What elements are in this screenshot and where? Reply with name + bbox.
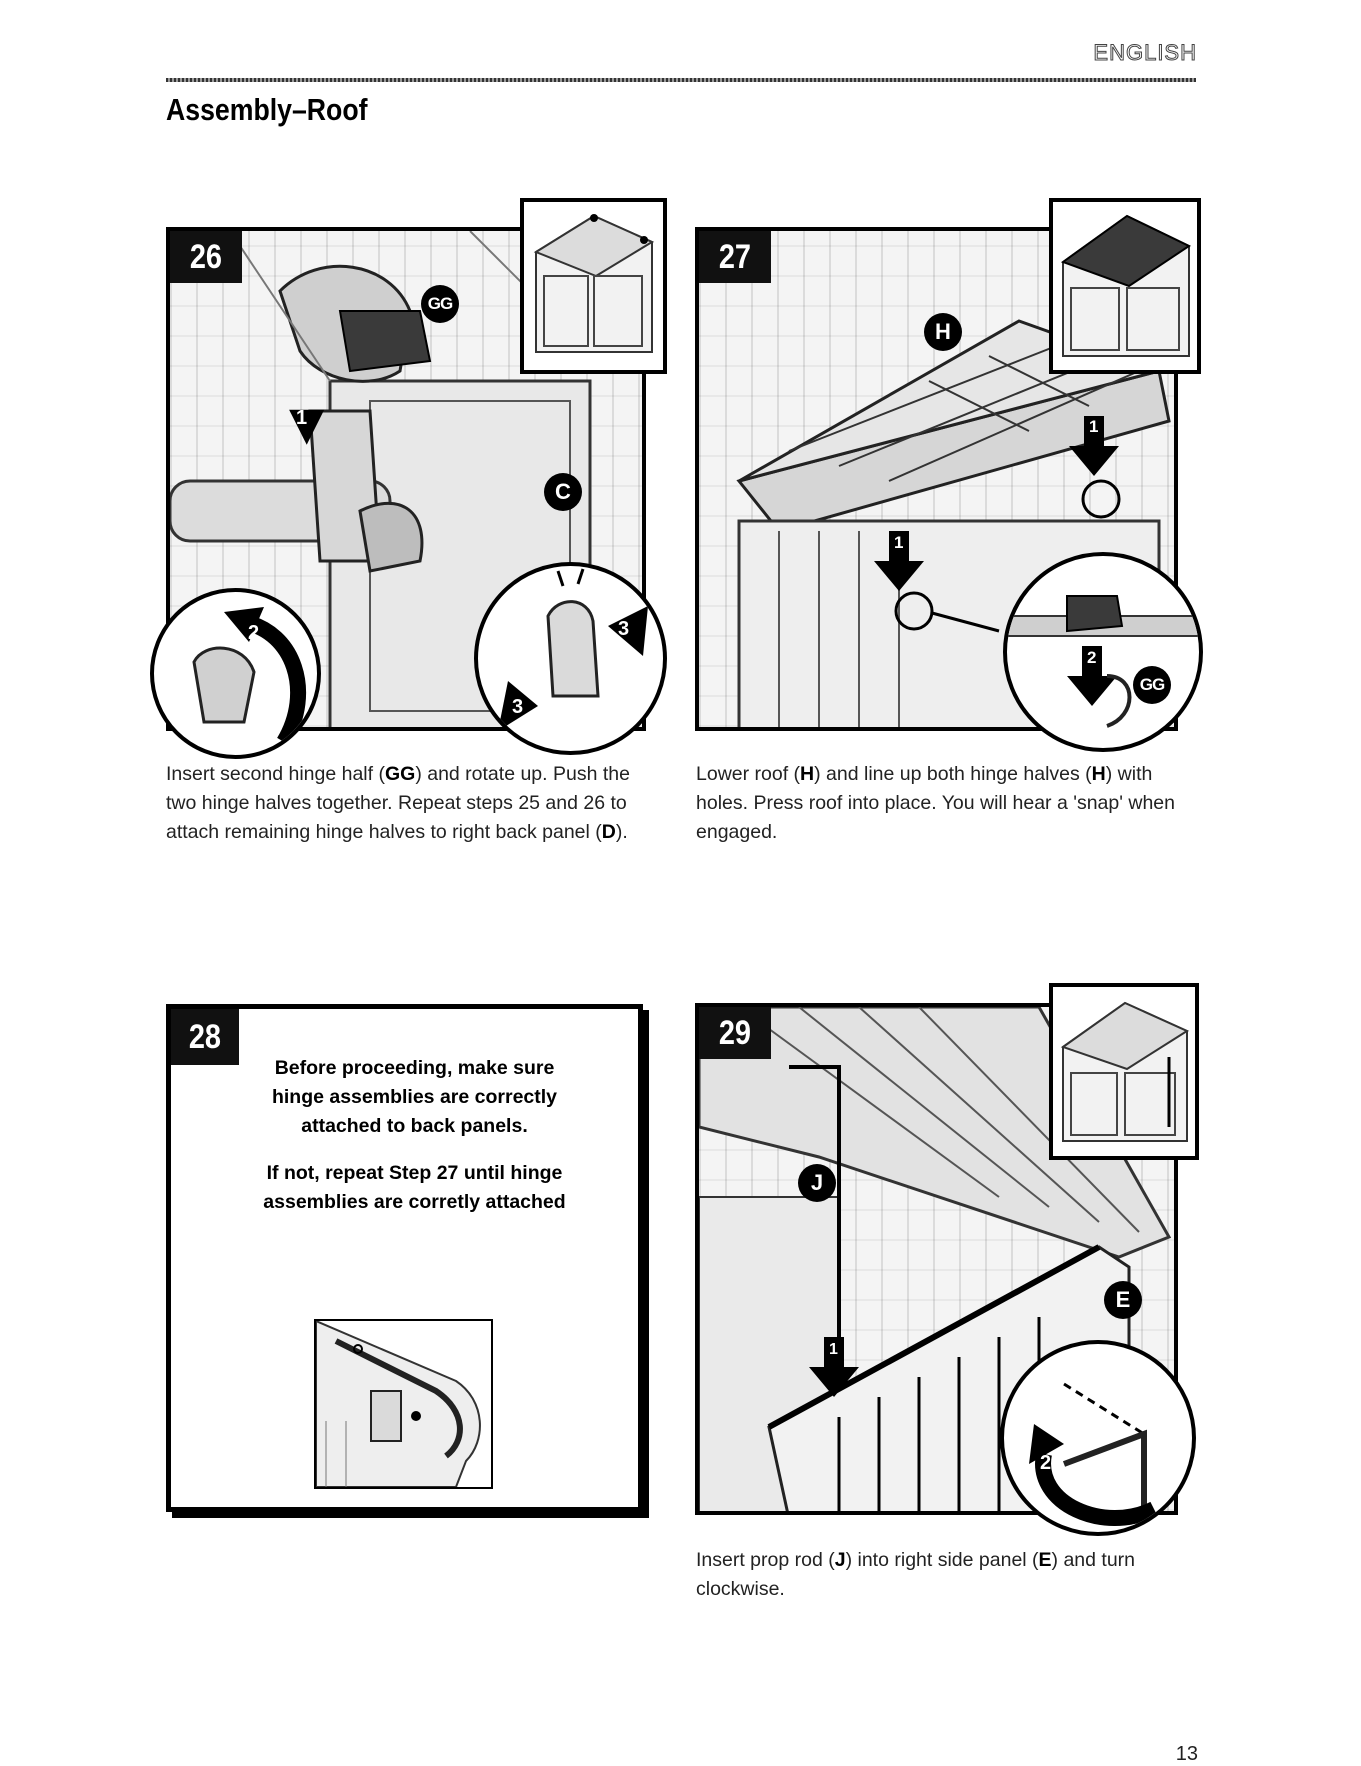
step-27-number: 27 [699,231,771,283]
step-26-number: 26 [170,231,242,283]
arrow-label-1b: 1 [1089,417,1099,436]
note-line-3: attached to back panels. [301,1115,528,1137]
hinge-detail-icon [316,1321,481,1487]
arrow-label-1-29: 1 [829,1341,838,1358]
shed-thumbnail-icon [1060,214,1192,357]
step-27-caption: Lower roof (H) and line up both hinge ha… [696,763,1175,843]
shed-thumbnail-icon [533,214,655,353]
arrow-label-2-29: 2 [1040,1452,1052,1474]
callout-h: H [924,313,962,351]
step-29-caption: Insert prop rod (J) into right side pane… [696,1549,1136,1600]
step-26-caption: Insert second hinge half (GG) and rotate… [166,763,630,843]
push-together-icon [498,568,648,731]
arrow-label-2-27: 2 [1087,648,1097,667]
step-28-number: 28 [171,1009,239,1065]
note-line-2: hinge assemblies are correctly [271,1086,558,1108]
shed-overview-inset [520,198,667,374]
callout-c: C [544,473,582,511]
note-line-5: assemblies are corretly attached [263,1191,566,1213]
hinge-engage-zoom: GG 2 [1003,552,1203,752]
callout-gg: GG [421,285,459,323]
note-line-4: If not, repeat Step 27 until hinge [266,1162,563,1184]
page-number: 13 [1175,1743,1198,1765]
hinge-snap-icon [1007,595,1199,728]
arrow-label-1a: 1 [894,533,904,552]
shed-thumbnail-icon [1060,1001,1190,1142]
section-title: Assembly–Roof [166,92,368,127]
rotate-detail-zoom: 2 [150,588,321,759]
arrow-label-3a: 3 [618,618,630,640]
step-28-note: 28 Before proceeding, make sure hinge as… [166,1004,643,1512]
arrow-label-2: 2 [248,622,260,644]
rotate-clockwise-icon [1029,1382,1158,1526]
arrow-label-1: 1 [296,407,308,429]
push-detail-zoom: 3 3 [474,562,667,755]
turn-clockwise-zoom: 2 [1000,1340,1196,1536]
callout-j: J [798,1164,836,1202]
shed-overview-inset-29 [1049,983,1199,1160]
shed-overview-inset-27 [1049,198,1201,374]
hinge-check-detail [314,1319,493,1489]
arrow-label-3b: 3 [512,696,524,718]
language-label: ENGLISH [1093,40,1197,66]
arrow-down-icon: ▼ [277,390,337,457]
callout-e: E [1104,1281,1142,1319]
note-line-1: Before proceeding, make sure [274,1057,555,1079]
header-divider [166,78,1196,82]
rotate-clockwise-icon [192,607,306,747]
step-29-number: 29 [699,1007,771,1059]
callout-gg-27: GG [1133,666,1171,704]
